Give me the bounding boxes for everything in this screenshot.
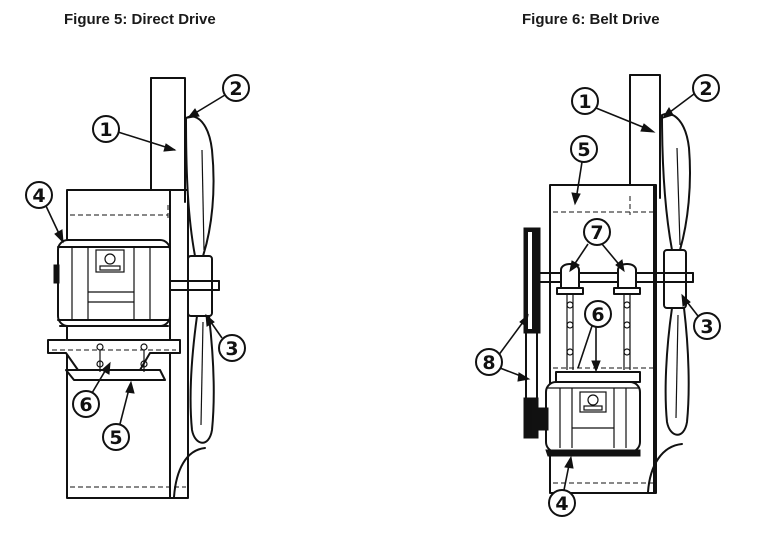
fig6-bearings [556,263,641,295]
svg-text:2: 2 [699,78,712,100]
svg-text:4: 4 [32,185,45,207]
fig6-callout-7: 7 [569,218,625,273]
fig5-adjusting-bolts [96,343,148,372]
fig6-callout-2: 2 [661,74,720,119]
fig6-duct [629,74,661,494]
svg-text:4: 4 [555,493,568,515]
fig5-callout-6: 6 [72,361,111,418]
svg-text:3: 3 [225,338,238,360]
svg-text:5: 5 [577,139,590,161]
fig5-motor [53,239,171,327]
fig5-housing [66,189,206,499]
svg-text:7: 7 [590,222,603,244]
fig5-fan-hub [187,255,213,317]
fig5-callout-3: 3 [205,313,246,362]
fig6-callout-3: 3 [681,293,721,340]
svg-text:1: 1 [99,119,112,141]
fig6-callout-1: 1 [571,87,656,133]
fig5-shaft [169,280,220,291]
svg-text:6: 6 [79,394,92,416]
fig6-callout-8: 8 [475,313,531,382]
figure-5-direct-drive: 1 2 3 4 5 6 [25,74,250,499]
svg-text:5: 5 [109,427,122,449]
svg-text:1: 1 [578,91,591,113]
fig6-motor [535,381,641,457]
figure-6-title: Figure 6: Belt Drive [522,11,660,28]
fig5-callout-4: 4 [25,181,64,244]
figure-6-belt-drive: 1 2 3 4 5 [475,74,721,517]
fig6-callout-5: 5 [570,135,598,206]
svg-text:6: 6 [591,304,604,326]
svg-text:8: 8 [482,352,495,374]
svg-text:2: 2 [229,78,242,100]
fig6-shaft [529,272,694,283]
fig6-fan-hub [663,249,687,309]
fig5-callout-2: 2 [186,74,250,119]
fig6-fan-blade [661,112,691,436]
fig6-belt-and-pulleys [523,227,541,439]
figure-5-title: Figure 5: Direct Drive [64,11,216,28]
fig5-callout-5: 5 [102,380,135,451]
fig5-fan-blade [185,115,215,444]
fig6-callout-4: 4 [548,455,576,517]
fig6-callout-6: 6 [577,300,612,373]
svg-text:3: 3 [700,316,713,338]
fig5-callout-1: 1 [92,115,177,152]
